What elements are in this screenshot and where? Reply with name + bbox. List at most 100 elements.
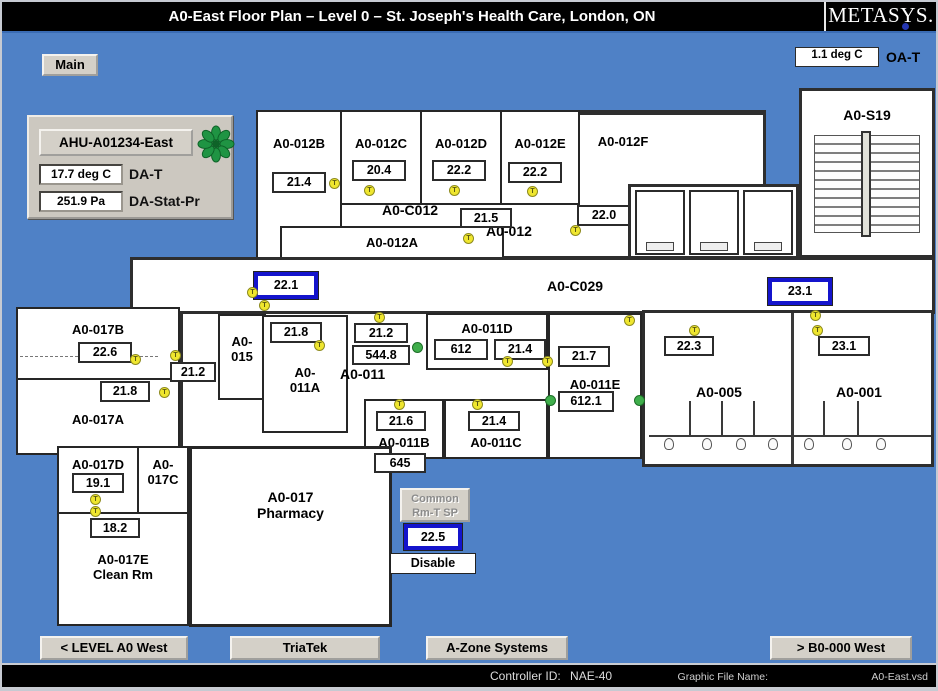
elevator-door-icon	[700, 242, 728, 251]
room-label: A0-017A	[71, 412, 125, 427]
elevator-door-icon	[646, 242, 674, 251]
temp-a0-011: 21.2	[354, 323, 408, 343]
room-a0-015: A0- 015	[218, 314, 266, 400]
room-label: A0-017B	[71, 322, 125, 337]
toilet-fixture-icon	[876, 438, 886, 450]
temp-sensor-icon: T	[374, 312, 385, 323]
elevator-lobby	[628, 184, 799, 259]
room-a0-012d: A0-012D	[420, 110, 502, 205]
toilet-fixture-icon	[702, 438, 712, 450]
temp-sensor-icon: T	[329, 178, 340, 189]
toilet-fixture-icon	[768, 438, 778, 450]
room-label: A0-012D	[434, 136, 488, 151]
room-label: A0- 017C	[139, 457, 187, 487]
room-label-line: A0-017	[267, 489, 314, 505]
temp-a0-017d: 19.1	[72, 473, 124, 493]
room-a0-017-pharmacy: A0-017 Pharmacy	[189, 446, 392, 627]
temp-sensor-icon: T	[812, 325, 823, 336]
setpoint-west[interactable]: 22.1	[254, 272, 318, 299]
temp-sensor-icon: T	[314, 340, 325, 351]
temp-a0-011d: 21.4	[494, 339, 546, 360]
oa-temp-label: OA-T	[886, 49, 921, 65]
room-label: A0-017 Pharmacy	[192, 489, 389, 521]
elevator-cell	[689, 190, 739, 255]
temp-sensor-icon: T	[449, 185, 460, 196]
temp-sensor-icon: T	[364, 185, 375, 196]
main-button[interactable]: Main	[42, 54, 98, 76]
ahu-da-t-label: DA-T	[129, 166, 163, 182]
room-label-line: 015	[231, 349, 253, 364]
temp-a0-011b: 21.6	[376, 411, 426, 431]
setpoint-common[interactable]: 22.5	[404, 524, 462, 550]
status-bar: Controller ID: NAE-40 Graphic File Name:…	[2, 663, 936, 687]
room-label: A0- 015	[220, 334, 264, 364]
stairwell-a0-s19: A0-S19	[799, 88, 935, 258]
room-label-a0-011: A0-011	[340, 366, 386, 382]
room-label: A0-012E	[514, 136, 566, 151]
temp-sensor-icon: T	[527, 186, 538, 197]
ahu-name-button[interactable]: AHU-A01234-East	[39, 129, 193, 156]
temp-sensor-icon: T	[463, 233, 474, 244]
temp-sensor-icon: T	[90, 494, 101, 505]
temp-sensor-icon: T	[90, 506, 101, 517]
corridor-label-a0-c029: A0-C029	[547, 278, 604, 294]
temp-sensor-icon: T	[394, 399, 405, 410]
graphic-file-name-label: Graphic File Name:	[677, 671, 768, 683]
room-label: A0- 011A	[264, 365, 346, 395]
temp-a0-011e: 21.7	[558, 346, 610, 367]
temp-sensor-icon: T	[159, 387, 170, 398]
room-label: A0-011E	[569, 377, 621, 392]
room-a0-012c: A0-012C	[340, 110, 422, 205]
room-label: A0-011D	[461, 321, 513, 336]
toilet-fixture-icon	[804, 438, 814, 450]
temp-a0-012b: 21.4	[272, 172, 326, 193]
temp-a0-017b: 22.6	[78, 342, 132, 363]
temp-sensor-icon: T	[542, 356, 553, 367]
ahu-da-t-value: 17.7 deg C	[39, 164, 123, 185]
temp-a0-005: 22.3	[664, 336, 714, 356]
title-bar: A0-East Floor Plan – Level 0 – St. Josep…	[2, 2, 936, 33]
wall	[791, 313, 794, 464]
graphic-file-name-value: A0-East.vsd	[871, 671, 928, 683]
nav-b0-000-west-button[interactable]: > B0-000 West	[770, 636, 912, 660]
temp-sensor-icon: T	[247, 287, 258, 298]
room-label-line: A0-	[294, 365, 316, 380]
disable-button[interactable]: Disable	[390, 553, 476, 574]
temp-sensor-icon: T	[259, 300, 270, 311]
room-a0-012e: A0-012E	[500, 110, 580, 205]
stair-divider	[861, 131, 871, 237]
setpoint-east[interactable]: 23.1	[768, 278, 832, 305]
room-a0-017e: A0-017E Clean Rm	[57, 512, 189, 626]
green-indicator-icon	[545, 395, 556, 406]
room-label-a0-005: A0-005	[696, 384, 742, 400]
page-title: A0-East Floor Plan – Level 0 – St. Josep…	[168, 8, 656, 25]
controller-id-value: NAE-40	[570, 669, 613, 683]
nav-triatek-button[interactable]: TriaTek	[230, 636, 380, 660]
temp-sensor-icon: T	[624, 315, 635, 326]
room-a0-011e: A0-011E	[548, 313, 642, 459]
button-label-line: Common	[411, 493, 459, 505]
room-label: A0-017D	[71, 457, 125, 472]
room-label-line: Pharmacy	[257, 505, 324, 521]
ahu-da-p-label: DA-Stat-Pr	[129, 193, 200, 209]
temp-a0-001: 23.1	[818, 336, 870, 356]
stall-wall	[753, 401, 755, 435]
fan-running-icon	[197, 125, 235, 163]
temp-sensor-icon: T	[689, 325, 700, 336]
common-rm-t-sp-button[interactable]: Common Rm-T SP	[400, 488, 470, 522]
ahu-da-p-value: 251.9 Pa	[39, 191, 123, 212]
corridor-label-a0-c012: A0-C012	[382, 202, 439, 218]
ahu-panel: AHU-A01234-East 17.7 deg C DA-T 251.9 Pa…	[27, 115, 235, 219]
room-label: A0-017E Clean Rm	[59, 552, 187, 582]
window-bottom-edge	[2, 687, 936, 689]
room-label-a0-001: A0-001	[836, 384, 882, 400]
nav-a-zone-systems-button[interactable]: A-Zone Systems	[426, 636, 568, 660]
room-label-line: 011A	[289, 380, 321, 395]
green-indicator-icon	[634, 395, 645, 406]
temp-a0-017a: 21.8	[100, 381, 150, 402]
room-label-line: Clean Rm	[93, 567, 153, 582]
nav-level-a0-west-button[interactable]: < LEVEL A0 West	[40, 636, 188, 660]
stall-wall	[721, 401, 723, 435]
metasys-emblem-icon	[902, 23, 909, 30]
metasys-logo-text: METASYS.	[828, 3, 934, 27]
